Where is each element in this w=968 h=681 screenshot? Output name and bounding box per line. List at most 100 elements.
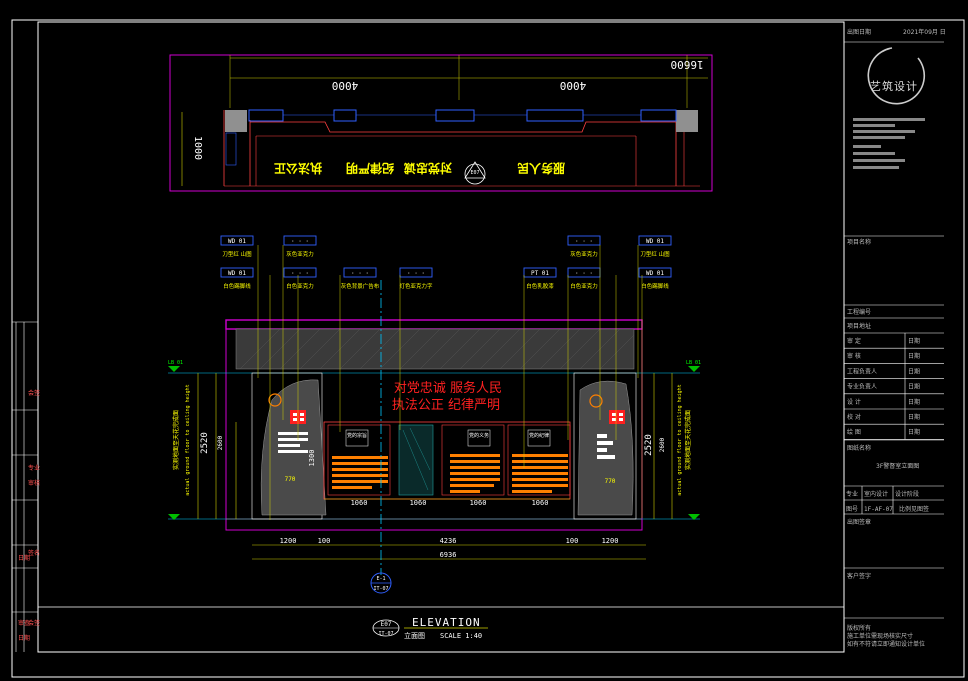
company-logo: 艺筑设计 [867,47,926,105]
title-block: 出图日期 2021年09月 日 艺筑设计 项目名称 工程编号 项目地址 审 定日… [844,28,946,648]
signoff-label: 工程负责人 [847,367,877,375]
material-tag-code: WD 01 [228,238,246,245]
material-tag-box [283,267,317,278]
material-tag-code: WD 01 [646,238,664,245]
dim-height-left2: 2600 [217,435,224,450]
signoff-label: 审 核 [847,352,861,360]
redacted-bar [853,145,881,148]
note-line: 如有不符请立即通知设计单位 [847,640,925,648]
material-tag-code: PT 01 [531,270,549,277]
plan-view: 4000 4000 16600 1000 [169,54,713,192]
material-tag-box [220,267,254,278]
redacted-bar [853,152,895,155]
board-title: 党的义务 [469,432,489,439]
left-emblem-column: 770 [251,372,327,520]
material-tags: WD 01 刀型红 山图 · · · 灰色亚克力 WD 01 白色踢脚线 · · · 白色亚克… [220,235,672,290]
plan-dim-right: 4000 [560,79,587,92]
dim-bottom: 100 [566,537,579,545]
material-tag-text: 白色踢脚线 [641,282,669,290]
strip-label: 审查 [18,619,30,627]
strip-label: 会签 [28,389,40,397]
dim-height-left: 2520 [200,432,210,454]
dim-770-right: 770 [605,478,616,485]
signoff-date-label: 日期 [908,398,920,406]
redacted-bar [853,166,899,169]
signoff-label: 设 计 [847,398,861,406]
redacted-bar [853,124,895,127]
redacted-bar [853,118,925,121]
ceiling-hatch [235,328,635,370]
project-no-label: 工程编号 [847,308,871,316]
material-tag-box [220,235,254,246]
material-tag-code: · · · [351,270,369,277]
strip-label: 日期 [18,634,30,642]
dim-overall: 6936 [440,551,457,559]
plan-sign: 纪律严明 [346,161,394,176]
material-tag-box [343,267,377,278]
project-addr-label: 项目地址 [847,322,871,330]
dim-bottom: 1200 [280,537,297,545]
plan-emblem-tag: E07 [470,170,479,176]
caption-scale: SCALE 1:40 [440,632,482,640]
strip-label: 审核 [28,479,40,487]
material-tag-text: 白色乳胶漆 [526,282,554,290]
plan-column [676,110,698,132]
project-name-label: 项目名称 [847,238,871,246]
discipline-label: 专业 [846,490,858,498]
logo-text: 艺筑设计 [870,79,918,93]
plan-dim-depth: 1000 [192,136,203,160]
material-tag-code: · · · [291,270,309,277]
left-strip: 会签 专业 审核 签名 日期 会签 审查 日期 [12,321,40,652]
signoff-date-label: 日期 [908,428,920,436]
signoff-date-label: 日期 [908,337,920,345]
slogan-line1: 对党忠诚 服务人民 [394,380,502,396]
material-tag-text: 白色亚克力 [286,282,314,290]
material-tag-code: · · · [575,238,593,245]
plan-dim-total: 16600 [670,58,703,71]
note-line: 施工单位需现场核实尺寸 [847,632,913,640]
outer-frame [11,19,965,678]
material-tag-text: 灰色背景广告布 [341,282,380,290]
material-tag-box [283,235,317,246]
material-tag-text: 灯色亚克力字 [399,282,433,290]
plan-dim-left: 4000 [332,79,359,92]
caption-title: ELEVATION [412,616,481,629]
signoff-date-label: 日期 [908,367,920,375]
level-tag-right: LB 01 [686,360,701,366]
title-block-rows: 审 定日期审 核日期工程负责人日期专业负责人日期设 计日期校 对日期绘 图日期 [844,333,944,440]
redacted-bar [853,159,905,162]
slogan-line2: 执法公正 纪律严明 [392,398,500,413]
material-tag-text: 灰色亚克力 [570,250,598,258]
signoff-date-label: 日期 [908,352,920,360]
material-tag-code: · · · [407,270,425,277]
caption-tag-bottom: IT-07 [378,631,393,637]
scale-note: 比例见图签 [899,505,929,513]
dim-1060: 1060 [351,499,368,507]
signoff-date-label: 日期 [908,383,920,391]
material-tag-box [567,235,601,246]
signoff-label: 审 定 [847,337,861,345]
stage-label: 设计阶段 [895,490,919,498]
plan-sign: 执法公正 [274,161,322,176]
dim-height-right: 2520 [644,434,654,456]
drawing-name-label: 图纸名称 [847,444,871,452]
material-tag-code: WD 01 [228,270,246,277]
material-tag-text: 刀型红 山图 [222,250,252,258]
right-emblem-column: 770 [573,372,637,520]
dim-height-right2: 2600 [659,437,666,452]
dim-1300: 1300 [308,450,316,467]
level-tag-left: LB 01 [168,360,183,366]
material-tag-box [638,235,672,246]
drawing-caption: E07 IT-07 ELEVATION 立面图 SCALE 1:40 [372,616,488,640]
vertical-note-cn-right: 实测地面至天花完成面 [684,410,692,470]
date-label: 出图日期 [847,28,871,36]
board-title: 党的宗旨 [347,432,367,439]
material-tag-code: · · · [291,238,309,245]
sign-label: 出图签章 [847,518,871,526]
material-tag-box [399,267,433,278]
signoff-label: 绘 图 [847,428,861,436]
board-text-bars [332,454,568,493]
strip-label: 专业 [28,464,40,472]
section-tag-bottom: IT-07 [373,586,388,592]
